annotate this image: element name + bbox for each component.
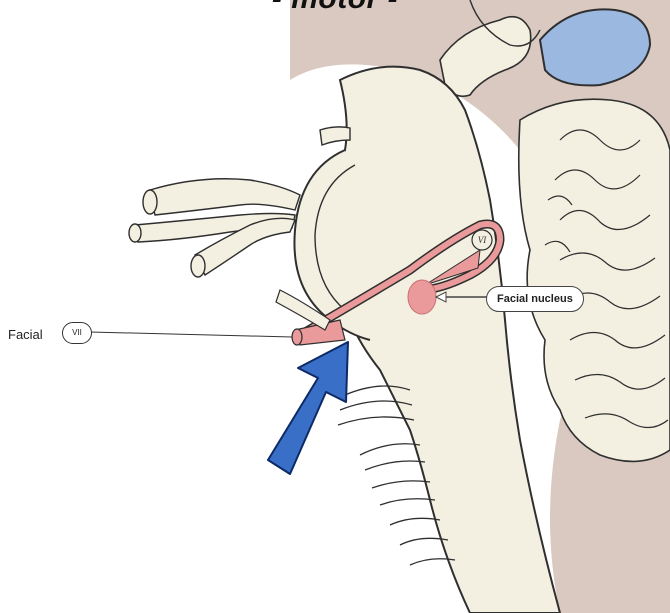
facial-nucleus-callout: Facial nucleus — [486, 286, 584, 312]
blue-arrow — [268, 342, 348, 474]
cerebellum — [519, 99, 670, 461]
facial-roman-badge: VII — [62, 322, 92, 344]
facial-pointer-line — [90, 332, 292, 337]
facial-nucleus — [408, 280, 436, 314]
facial-label: Facial — [8, 327, 43, 342]
abducens-roman-label: VI — [473, 231, 491, 249]
facial-nerve-exit-end — [292, 329, 302, 345]
page-title: - motor - — [0, 0, 670, 16]
